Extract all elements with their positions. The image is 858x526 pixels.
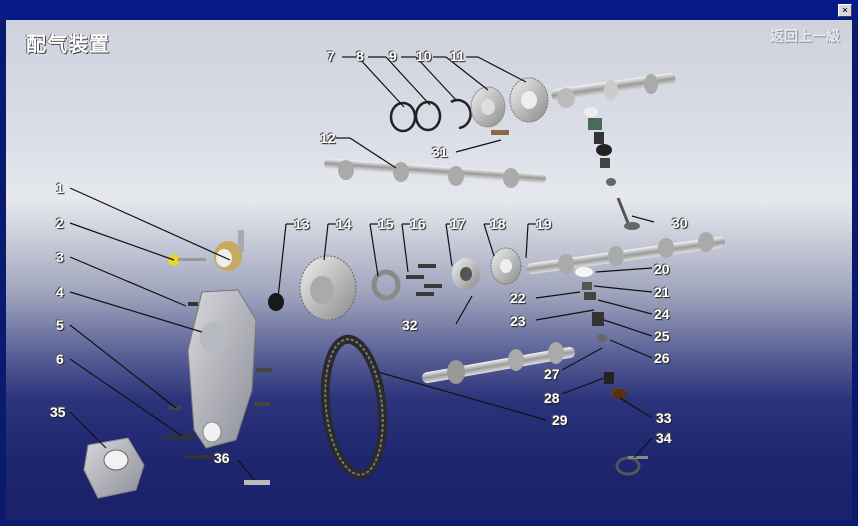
callout-20[interactable]: 20: [654, 261, 670, 277]
leader-lines: [69, 56, 655, 481]
callout-16[interactable]: 16: [410, 216, 426, 232]
callout-26[interactable]: 26: [654, 350, 670, 366]
callout-18[interactable]: 18: [490, 216, 506, 232]
sprockets-top: [470, 77, 549, 128]
callout-32[interactable]: 32: [402, 317, 418, 333]
title-bar: ×: [0, 0, 858, 20]
callout-5[interactable]: 5: [56, 317, 64, 333]
pin-31: [491, 130, 509, 135]
camshaft-pulley: [299, 255, 357, 321]
callout-24[interactable]: 24: [654, 306, 670, 322]
snap-rings: [389, 98, 472, 133]
callout-9[interactable]: 9: [389, 48, 397, 64]
callout-28[interactable]: 28: [544, 390, 560, 406]
washer-15: [371, 269, 401, 301]
timing-cover: [166, 289, 272, 459]
close-button[interactable]: ×: [838, 4, 852, 17]
camshaft-27: [422, 342, 576, 384]
callout-19[interactable]: 19: [536, 216, 552, 232]
callout-35[interactable]: 35: [50, 404, 66, 420]
callout-7[interactable]: 7: [327, 48, 335, 64]
callout-6[interactable]: 6: [56, 351, 64, 367]
callout-31[interactable]: 31: [432, 144, 448, 160]
bolt-36: [244, 480, 270, 485]
hose-clamp: [615, 456, 648, 476]
callout-22[interactable]: 22: [510, 290, 526, 306]
valve-stack-upper: [584, 107, 632, 229]
camshaft-12: [324, 158, 546, 188]
callout-33[interactable]: 33: [656, 410, 672, 426]
page-title: 配气装置: [26, 32, 110, 56]
lower-cover: [83, 437, 145, 499]
callout-30[interactable]: 30: [672, 215, 688, 231]
timing-belt: [320, 334, 388, 480]
callout-29[interactable]: 29: [552, 412, 568, 428]
callout-3[interactable]: 3: [56, 249, 64, 265]
close-icon: ×: [841, 5, 849, 16]
exploded-parts-diagram: [69, 56, 726, 499]
callout-34[interactable]: 34: [656, 430, 672, 446]
callout-11[interactable]: 11: [450, 48, 465, 64]
callout-15[interactable]: 15: [378, 216, 394, 232]
diagram-canvas: 配气装置 返回上一級 1 2 3 4 5 6 7 8 9 10 11 12 13…: [6, 20, 852, 520]
valve-30: [624, 222, 640, 230]
callout-8[interactable]: 8: [356, 48, 364, 64]
callout-2[interactable]: 2: [56, 215, 64, 231]
callout-27[interactable]: 27: [544, 366, 560, 382]
callout-17[interactable]: 17: [450, 216, 466, 232]
part-13: [268, 293, 284, 311]
camshaft-19: [526, 232, 726, 275]
callout-25[interactable]: 25: [654, 328, 670, 344]
callout-14[interactable]: 14: [336, 216, 352, 232]
callout-21[interactable]: 21: [654, 284, 670, 300]
callout-13[interactable]: 13: [294, 216, 310, 232]
parts-1-2: [168, 230, 244, 271]
callout-4[interactable]: 4: [56, 284, 64, 300]
callout-36[interactable]: 36: [214, 450, 230, 466]
bolts-16: [406, 264, 442, 296]
callout-12[interactable]: 12: [320, 130, 336, 146]
part-33: [613, 389, 627, 399]
parts-17-18: [452, 247, 522, 290]
upper-camshaft: [551, 72, 676, 108]
callout-23[interactable]: 23: [510, 313, 526, 329]
callout-1[interactable]: 1: [56, 180, 64, 196]
back-button[interactable]: 返回上一級: [770, 29, 840, 45]
callout-10[interactable]: 10: [416, 48, 432, 64]
